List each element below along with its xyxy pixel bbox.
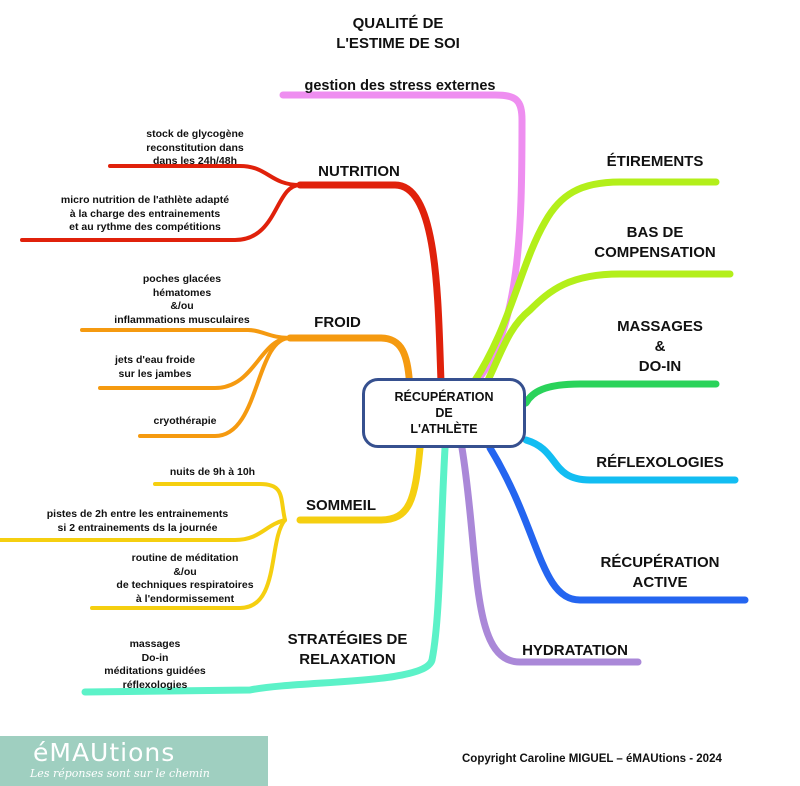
froid-label: FROID (314, 314, 361, 331)
recuperation-active-label: RÉCUPÉRATION ACTIVE (600, 554, 720, 591)
logo-name: éMAUtions (33, 738, 176, 767)
nutrition-item-1: stock de glycogène reconstitution dans d… (146, 128, 244, 167)
emautions-logo: éMAUtions Les réponses sont sur le chemi… (0, 736, 268, 786)
central-topic-label: RÉCUPÉRATION DE L'ATHLÈTE (394, 390, 494, 436)
branch-froid-sub3 (138, 336, 292, 438)
massages-label: MASSAGES & DO-IN (617, 318, 703, 375)
etirements-label: ÉTIREMENTS (606, 153, 704, 170)
branch-hydratation (458, 444, 642, 666)
branch-sommeil (296, 444, 424, 524)
copyright-notice: Copyright Caroline MIGUEL – éMAUtions - … (462, 753, 722, 765)
bas-label: BAS DE COMPENSATION (594, 224, 716, 261)
froid-item-1: poches glacées hématomes &/ou inflammati… (114, 273, 250, 326)
logo-tagline: Les réponses sont sur le chemin (30, 767, 210, 780)
branch-froid-sub1 (80, 328, 292, 340)
nutrition-label: NUTRITION (318, 163, 400, 180)
branch-bas (474, 270, 734, 404)
branch-reflexologies (522, 436, 739, 484)
sommeil-item-3: routine de méditation &/ou de techniques… (116, 552, 254, 605)
relaxation-item-1: massages Do-in méditations guidées réfle… (104, 638, 206, 691)
branch-sommeil-sub3 (90, 518, 287, 610)
relaxation-label: STRATÉGIES DE RELAXATION (287, 631, 408, 668)
froid-item-3: cryothérapie (153, 415, 217, 427)
hydratation-label: HYDRATATION (522, 642, 628, 659)
branch-sommeil-sub2 (0, 518, 287, 542)
stress-label: gestion des stress externes (304, 78, 496, 94)
sommeil-item-2: pistes de 2h entre les entrainements si … (46, 508, 229, 534)
branch-nutrition-sub1 (108, 164, 302, 187)
branch-recuperation-active (486, 444, 749, 604)
top-title: QUALITÉ DE L'ESTIME DE SOI (336, 15, 460, 52)
reflexologies-label: RÉFLEXOLOGIES (596, 454, 724, 471)
branch-sommeil-sub1 (153, 482, 287, 522)
sommeil-label: SOMMEIL (306, 497, 376, 514)
froid-item-2: jets d'eau froide sur les jambes (114, 354, 196, 380)
nutrition-item-2: micro nutrition de l'athlète adapté à la… (60, 194, 230, 233)
central-topic: RÉCUPÉRATION DE L'ATHLÈTE (362, 378, 526, 448)
sommeil-item-1: nuits de 9h à 10h (169, 466, 256, 478)
branch-etirements (466, 178, 720, 392)
branch-massages (522, 380, 720, 407)
branch-nutrition-sub2 (20, 183, 302, 242)
branch-nutrition (296, 181, 445, 386)
branch-relaxation (81, 444, 449, 696)
